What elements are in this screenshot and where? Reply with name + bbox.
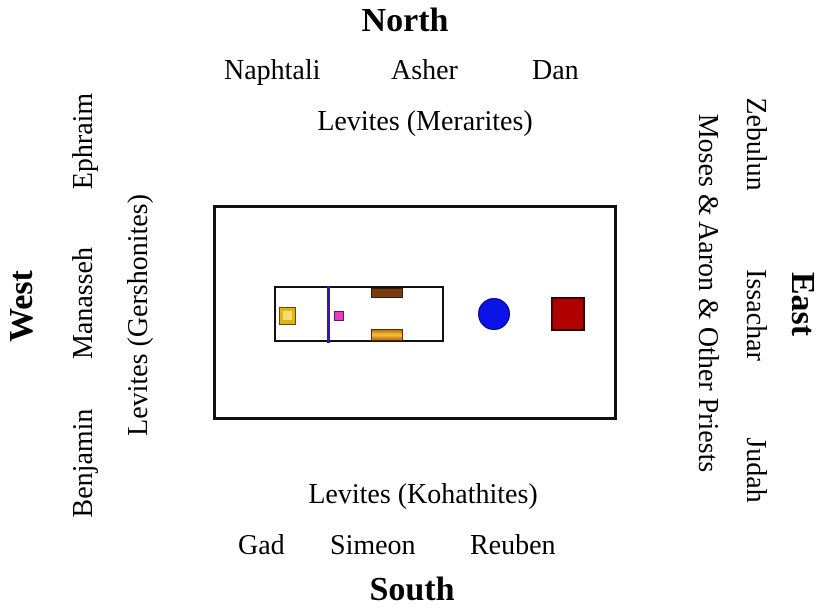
showbread-table-icon [371,288,403,298]
tribe-zebulun: Zebulun [740,97,771,191]
tribe-judah: Judah [740,437,771,503]
direction-east: East [784,271,821,337]
tabernacle-court [213,205,617,420]
tribe-simeon: Simeon [330,530,416,561]
tribe-reuben: Reuben [470,530,556,561]
tribe-issachar: Issachar [740,269,771,361]
veil-divider [327,286,330,343]
tribe-asher: Asher [391,55,458,86]
direction-north: North [361,2,449,39]
tribe-naphtali: Naphtali [224,55,321,86]
laver-icon [478,298,510,330]
direction-west: West [3,270,40,342]
tribe-manasseh: Manasseh [68,247,99,359]
levites-kohathites: Levites (Kohathites) [308,479,538,510]
tribe-gad: Gad [238,530,285,561]
incense-altar-icon [334,311,344,321]
levites-gershonites: Levites (Gershonites) [123,194,154,436]
tribe-benjamin: Benjamin [68,408,99,518]
moses-aaron-priests: Moses & Aaron & Other Priests [692,113,723,473]
tribe-ephraim: Ephraim [68,92,99,190]
lampstand-icon [371,329,403,341]
burnt-offering-altar-icon [551,297,585,331]
ark-of-covenant-icon [279,307,296,325]
tribe-dan: Dan [532,55,579,86]
levites-merarites: Levites (Merarites) [317,106,533,137]
direction-south: South [369,571,455,608]
tabernacle-tent [274,286,444,342]
ark-mercy-seat-icon [283,311,292,320]
